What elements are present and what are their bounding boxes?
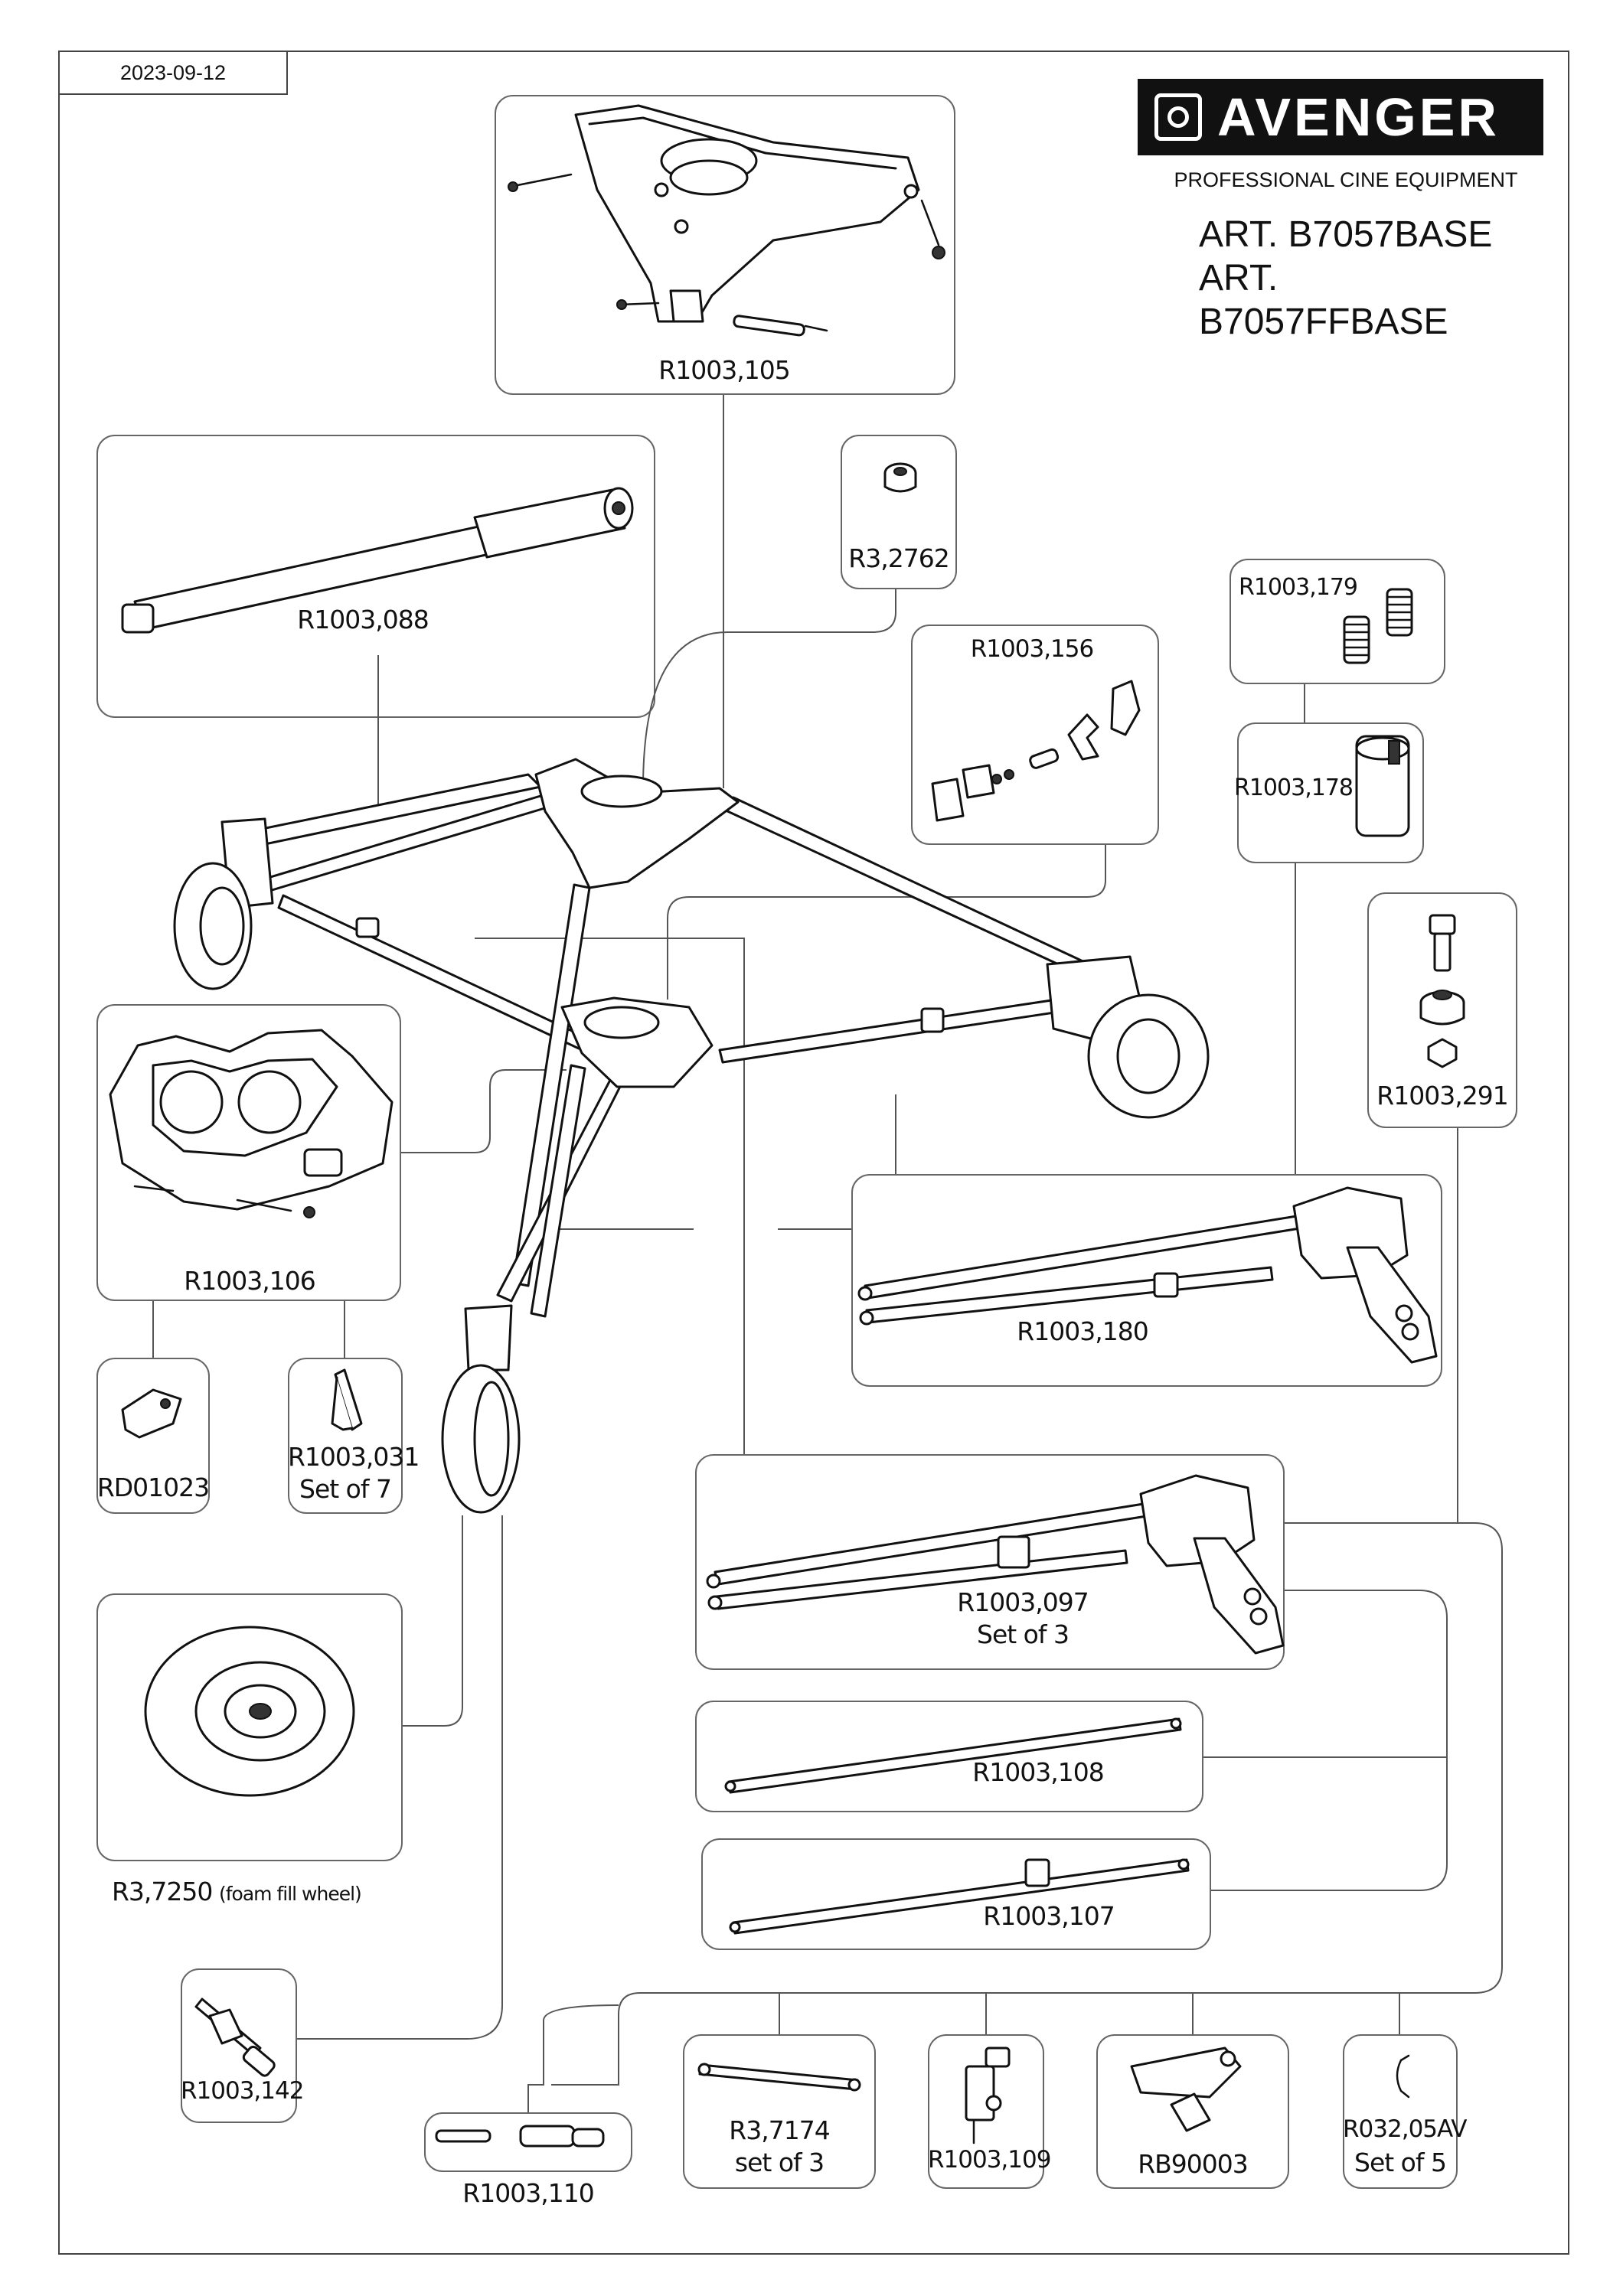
drawing-frame (58, 51, 1569, 2255)
label-r1003-291: R1003,291 (1376, 1081, 1508, 1110)
label-r032-05av: R032,05AV (1343, 2115, 1467, 2143)
article-numbers: ART. B7057BASE ART. B7057FFBASE (1199, 213, 1492, 344)
springs-drawing (1343, 588, 1413, 664)
label-r1003-031: R1003,031 (288, 1442, 420, 1472)
label-r1003-105: R1003,105 (658, 355, 790, 385)
part-box-r3-2762 (841, 435, 957, 589)
brake-handle-drawing (931, 680, 1141, 822)
label-r1003-110: R1003,110 (462, 2178, 594, 2208)
brand-tagline: PROFESSIONAL CINE EQUIPMENT (1174, 168, 1518, 191)
brand-name: AVENGER (1217, 87, 1500, 147)
center-casting-drawing (508, 104, 945, 337)
bracket-drawing (1130, 2047, 1242, 2132)
label-r1003-031-qty: Set of 7 (299, 1474, 392, 1504)
leg-tube-drawing (121, 487, 634, 634)
leg-assembly-097-drawing (706, 1474, 1285, 1655)
pins-drawing (435, 2125, 605, 2148)
label-r1003-156: R1003,156 (970, 635, 1094, 663)
label-rd01023: RD01023 (96, 1473, 210, 1502)
label-r1003-107: R1003,107 (983, 1901, 1115, 1931)
leg-assembly-180-drawing (857, 1186, 1438, 1364)
label-r1003-108: R1003,108 (972, 1757, 1104, 1787)
label-r1003-180: R1003,180 (1017, 1316, 1148, 1346)
label-r1003-088: R1003,088 (297, 605, 429, 634)
bolt-set-drawing (1419, 914, 1465, 1068)
part-box-r1003-142 (181, 1968, 297, 2123)
housing-drawing (1355, 735, 1410, 837)
label-r3-7250: R3,7250 (112, 1877, 213, 1906)
leader-lines (152, 395, 1503, 2112)
axle-drawing (194, 1998, 276, 2077)
label-r3-7174: R3,7174 (729, 2115, 830, 2145)
pad-drawing (331, 1368, 363, 1431)
label-r1003-097-qty: Set of 3 (977, 1619, 1069, 1649)
latch-drawing (121, 1388, 182, 1439)
brand-logo-mark (1154, 93, 1202, 141)
label-r3-7174-qty: set of 3 (734, 2148, 825, 2177)
label-r032-05av-qty: Set of 5 (1354, 2148, 1447, 2177)
label-r3-7250-note: (foam fill wheel) (219, 1883, 362, 1905)
clip-drawing (1396, 2054, 1410, 2099)
label-r1003-097: R1003,097 (957, 1587, 1089, 1617)
brand-logo: AVENGER (1138, 79, 1543, 155)
clamp-drawing (965, 2047, 1011, 2144)
lower-casting-drawing (109, 1029, 394, 1218)
label-rb90003: RB90003 (1138, 2149, 1249, 2179)
dolly-main-assembly (173, 758, 1210, 1514)
label-r1003-179: R1003,179 (1239, 574, 1358, 601)
strut-drawing (697, 2063, 861, 2092)
rod-107-drawing (729, 1858, 1190, 1935)
label-r1003-142: R1003,142 (181, 2077, 304, 2105)
label-r1003-109: R1003,109 (928, 2146, 1051, 2174)
article-line-3: B7057FFBASE (1199, 302, 1448, 342)
article-line-2: ART. (1199, 258, 1278, 298)
label-r3-2762: R3,2762 (848, 543, 949, 573)
drawing-date: 2023-09-12 (60, 52, 288, 95)
label-r1003-178: R1003,178 (1234, 775, 1354, 801)
label-r1003-106: R1003,106 (184, 1266, 315, 1296)
rod-108-drawing (724, 1717, 1182, 1794)
part-box-r3-7174 (683, 2034, 876, 2189)
article-line-1: ART. B7057BASE (1199, 214, 1493, 255)
nut-drawing (883, 462, 917, 493)
wheel-drawing (144, 1626, 355, 1797)
part-box-rd01023 (96, 1358, 210, 1514)
